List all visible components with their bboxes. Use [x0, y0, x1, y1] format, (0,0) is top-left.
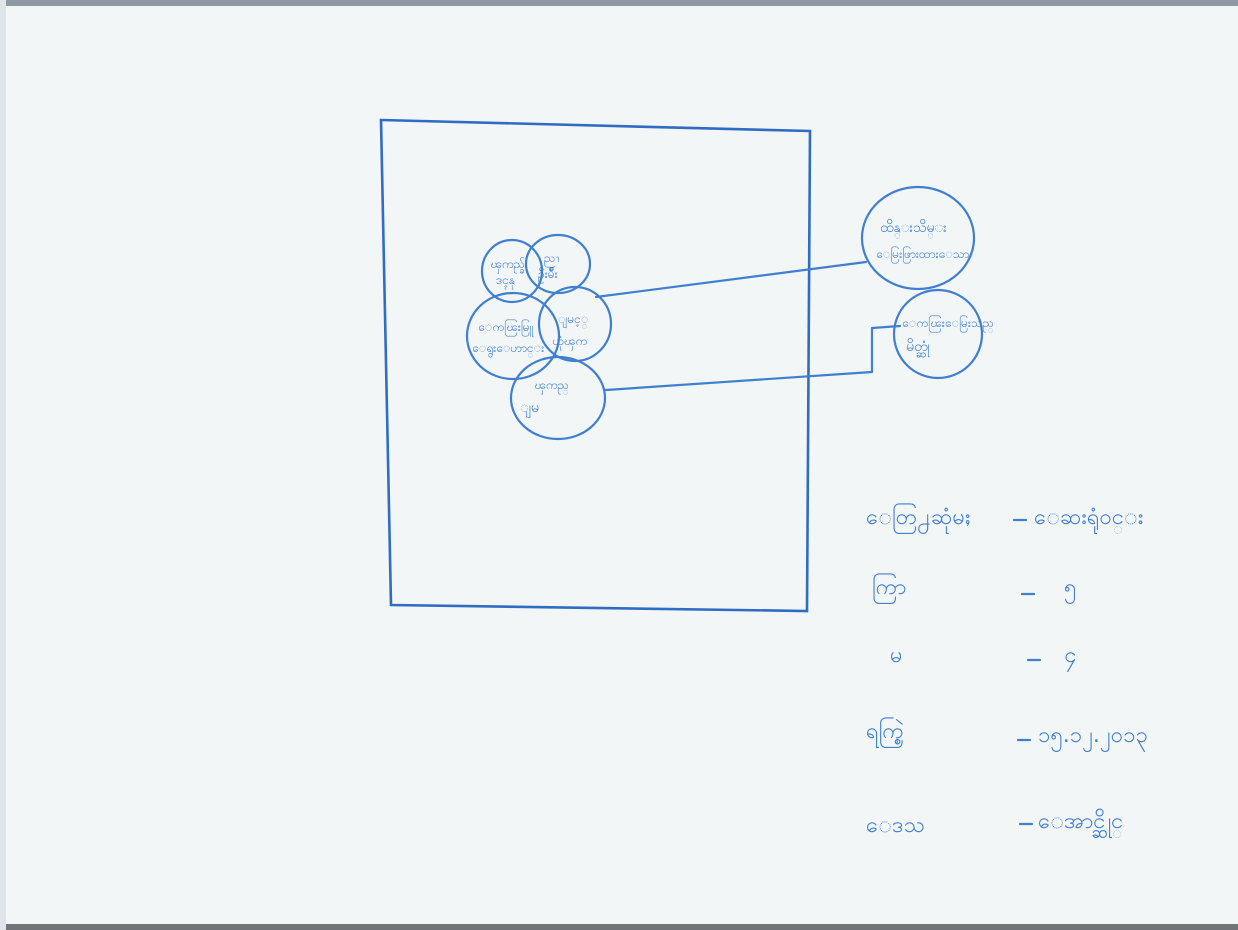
bubble-right-top-line1: ထိန္းသိမ္း	[880, 220, 947, 238]
note-value: ေဆးရုံဝင္း	[1034, 505, 1143, 534]
bubble-top-left: ၾကည္ခ် ဒၚနု	[480, 238, 544, 304]
note-value: ၄	[1064, 643, 1076, 672]
bubble-top-left-line2: ဒၚနု	[496, 273, 516, 290]
bubble-mid-right-line1: ျမင့္	[558, 312, 588, 329]
frame-square	[379, 118, 812, 613]
note-row: ကြာ ၅	[872, 573, 1076, 604]
bubble-right-bottom-line1: ေကၽြးေမြးသည္	[902, 314, 994, 333]
paper-top-edge	[0, 0, 1238, 6]
bubble-top-right: ညၫ ဦးမ်ိဳး	[524, 233, 592, 295]
bubble-mid-left-line1: ေကၽြးမြူ	[478, 318, 534, 337]
connector-upper	[594, 260, 868, 299]
note-key: ေဒသ	[866, 813, 925, 838]
note-row: မ ၄	[890, 643, 1076, 672]
bubble-right-bottom-line2: မိတ္ဆုံ	[906, 339, 930, 357]
bubble-bottom-line1: ၾကည္	[534, 378, 569, 395]
bubble-right-top: ထိန္းသိမ္း ေမြးဖြားထားေသာ	[860, 185, 976, 291]
bubble-mid-right-line2: ယုံၾက	[552, 334, 587, 351]
connector-lower	[604, 324, 902, 392]
note-value: ေအာင္ဆိုင္	[1038, 808, 1123, 839]
paper-left-edge	[0, 0, 6, 930]
bubble-mid-left: ေကၽြးမြူ ေရွးေဟာင္း	[465, 291, 561, 381]
note-key: ေတြ႕ဆုံမႈ	[866, 503, 970, 534]
notes-list: ေတြ႕ဆုံမႈ ေဆးရုံဝင္း ကြာ ၅ မ ၄ ရက္စြဲ ၁၅…	[866, 503, 1148, 839]
note-row: ေတြ႕ဆုံမႈ ေဆးရုံဝင္း	[866, 503, 1143, 534]
bubble-mid-right: ျမင့္ ယုံၾက	[537, 285, 613, 363]
bubble-bottom-line2: ျမ	[520, 400, 539, 418]
note-key: ကြာ	[872, 573, 906, 604]
bubble-top-right-line2: ဦးမ်ိဳး	[538, 266, 558, 284]
bubble-top-left-line1: ၾကည္ခ်	[490, 256, 525, 274]
note-value: ၅	[1064, 575, 1076, 604]
note-value: ၁၅.၁၂.၂၀၁၃	[1038, 723, 1148, 752]
bubble-top-right-line1: ညၫ	[544, 251, 559, 268]
bubble-bottom: ၾကည္ ျမ	[509, 355, 607, 441]
note-key: မ	[890, 643, 903, 668]
note-key: ရက္စြဲ	[866, 717, 904, 748]
note-row: ေဒသ ေအာင္ဆိုင္	[866, 808, 1123, 839]
note-row: ရက္စြဲ ၁၅.၁၂.၂၀၁၃	[866, 717, 1148, 752]
bubble-right-top-line2: ေမြးဖြားထားေသာ	[876, 245, 969, 264]
paper-bottom-edge	[0, 924, 1238, 930]
bubble-mid-left-line2: ေရွးေဟာင္း	[472, 341, 544, 358]
bubble-right-bottom: ေကၽြးေမြးသည္ မိတ္ဆုံ	[892, 288, 994, 380]
